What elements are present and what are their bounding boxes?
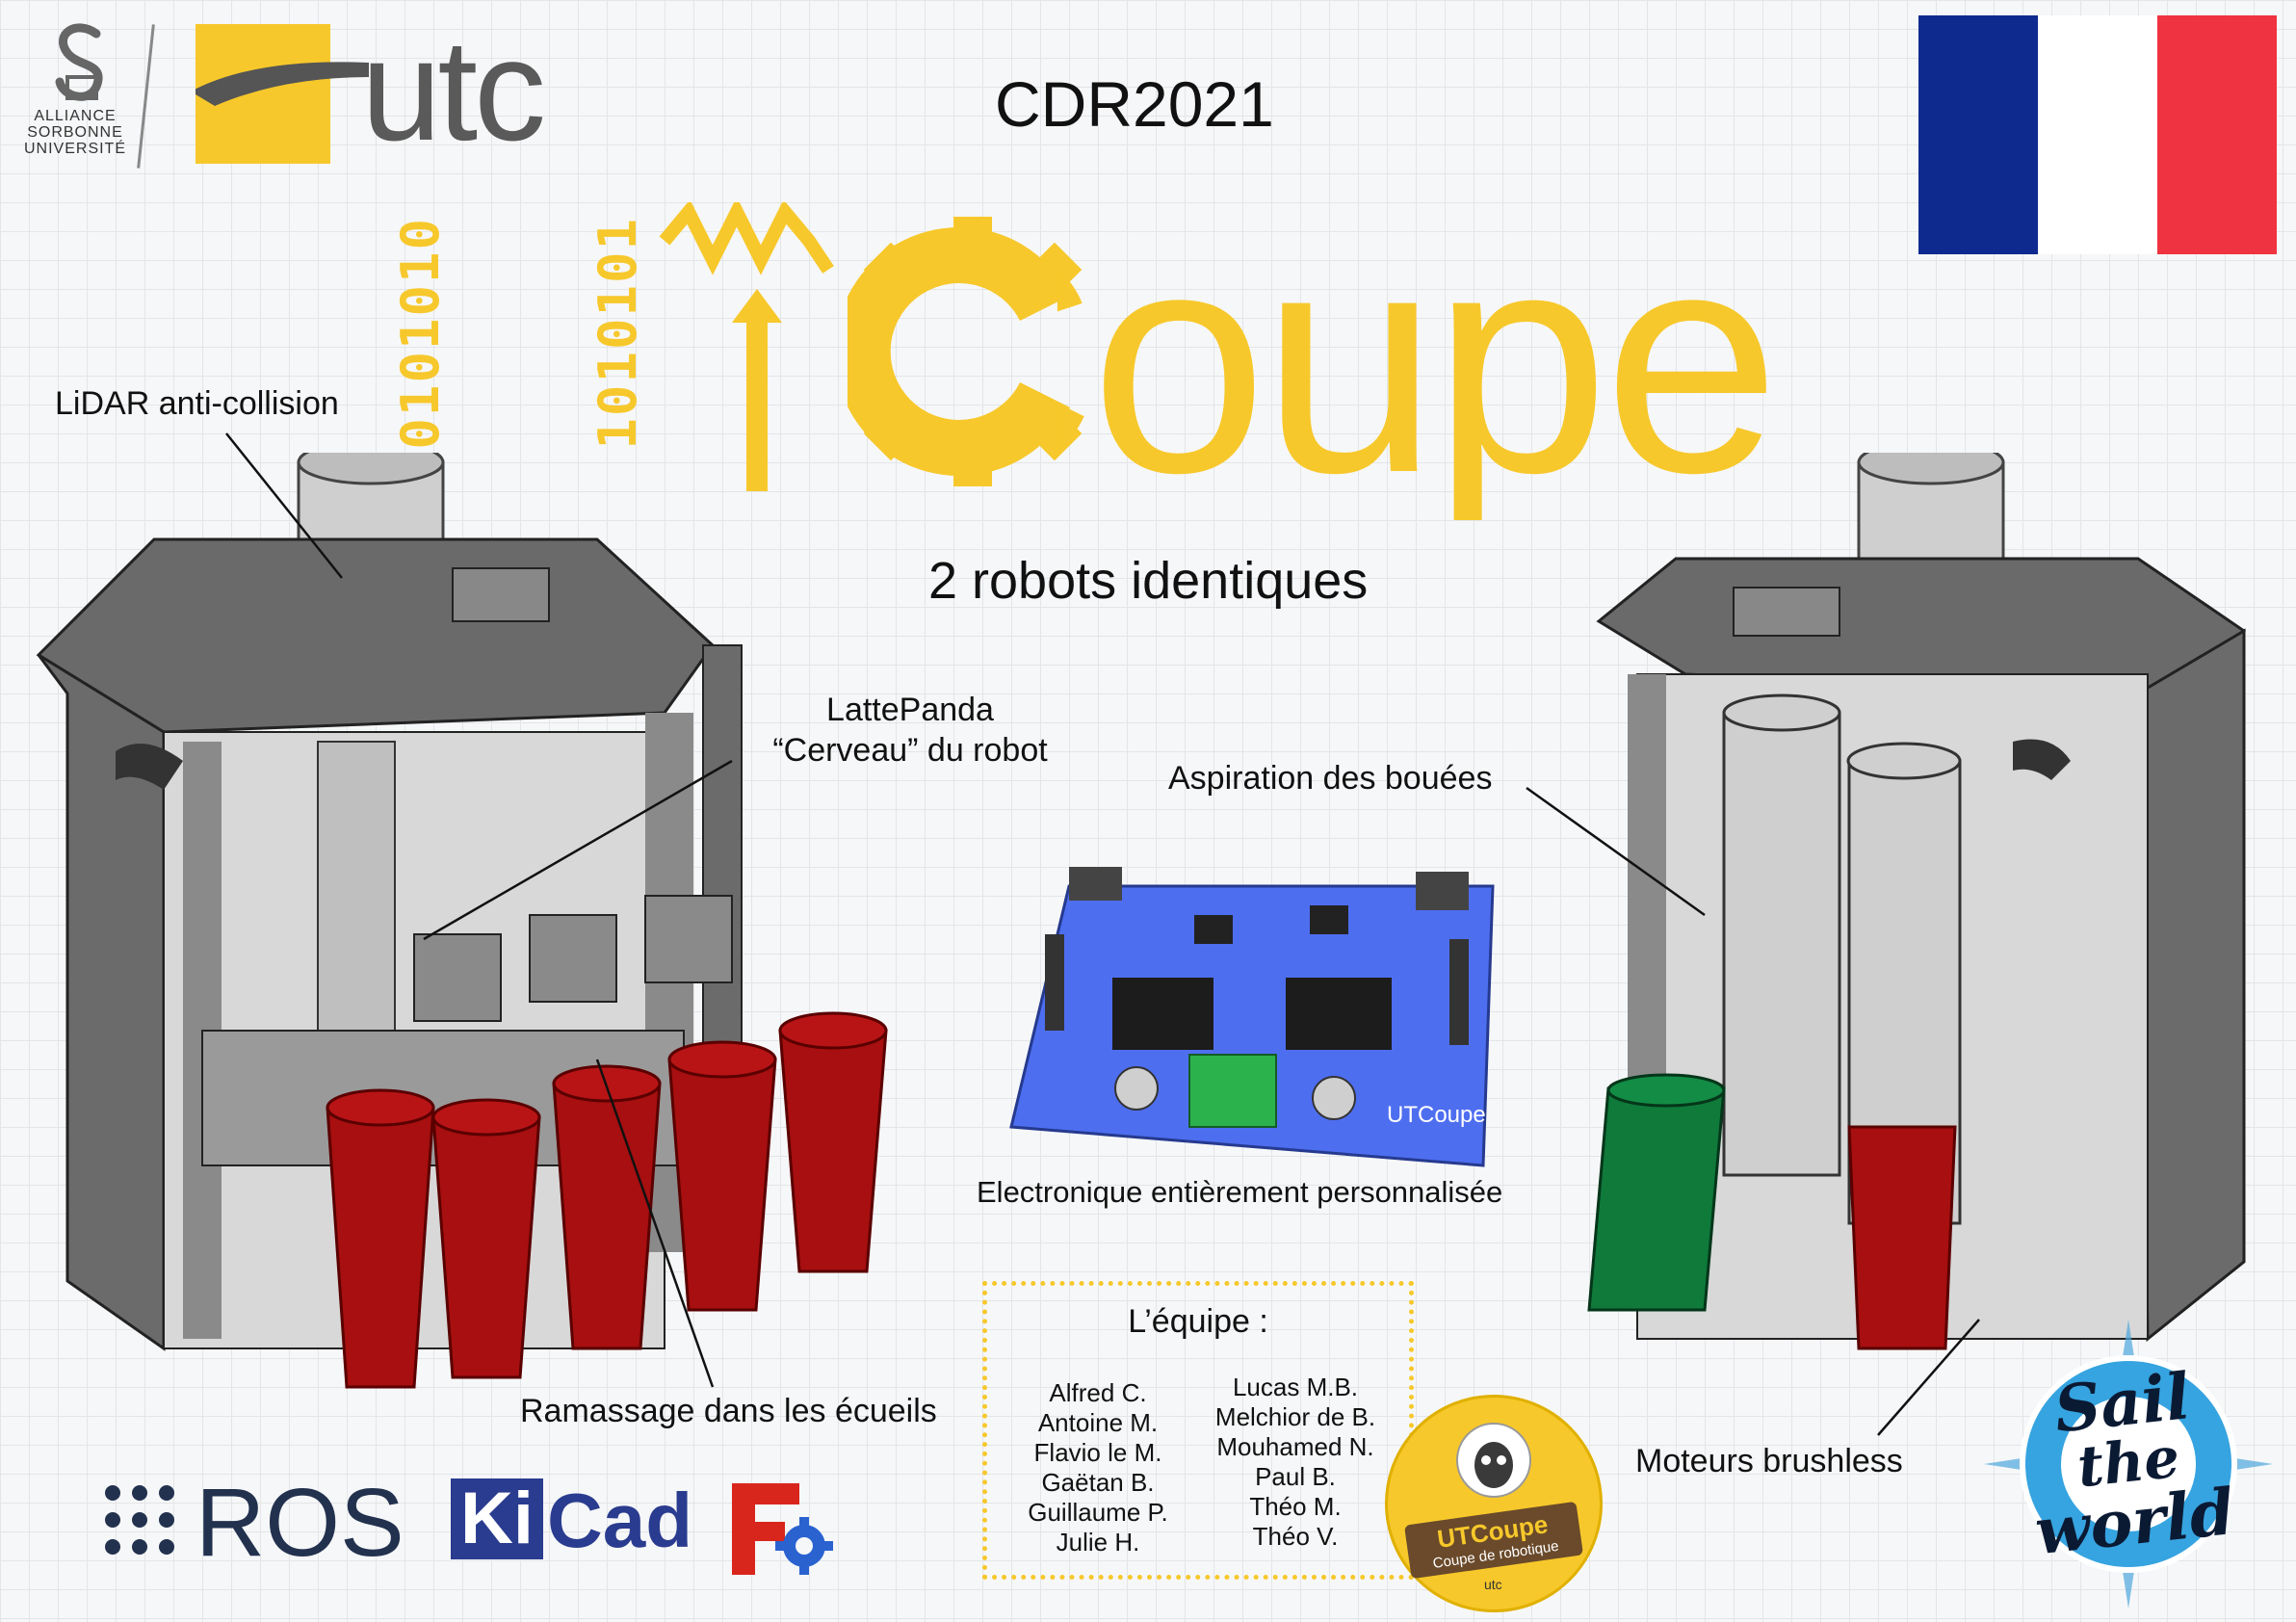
lifebuoy-icon (1984, 1320, 2273, 1609)
custom-pcb: UTCoupe (1009, 867, 1495, 1167)
brand-title: Coupe (867, 183, 1775, 538)
robot-top-plate (36, 537, 715, 734)
team-member: Théo V. (1252, 1522, 1339, 1551)
badge-text: UTCoupe Coupe de robotique (1403, 1501, 1584, 1580)
callout-electronics: Electronique entièrement personnalisée (977, 1175, 1503, 1209)
team-member: Melchior de B. (1214, 1402, 1376, 1431)
team-right-list: Lucas M.B. Melchior de B. Mouhamed N. Pa… (1199, 1373, 1392, 1552)
zigzag-arrow-icon (659, 202, 834, 491)
sorbonne-line-2: SORBONNE (27, 124, 123, 141)
green-cup (1587, 1086, 1726, 1312)
callout-motors: Moteurs brushless (1635, 1443, 1903, 1479)
callout-lattepanda-line-1: LattePanda (826, 692, 994, 728)
team-member: Lucas M.B. (1232, 1373, 1359, 1401)
gear-icon (848, 217, 1083, 486)
robot-side-panel (37, 653, 166, 1351)
ros-text: ROS (196, 1469, 404, 1577)
callout-aspiration: Aspiration des bouées (1168, 760, 1493, 797)
team-member: Mouhamed N. (1216, 1432, 1374, 1461)
utcoupe-badge: UTCoupe Coupe de robotique utc (1385, 1395, 1603, 1612)
logo-divider (137, 24, 155, 169)
flag-red-band (2157, 15, 2277, 254)
team-member: Flavio le M. (1033, 1438, 1162, 1467)
callout-lidar: LiDAR anti-collision (55, 385, 339, 422)
sail-line-3: world (2031, 1474, 2238, 1570)
team-member: Antoine M. (1037, 1408, 1159, 1437)
flag-blue-band (1918, 15, 2038, 254)
utc-logo-icon (196, 24, 369, 164)
ros-logo: ROS (101, 1469, 404, 1577)
callout-pickup: Ramassage dans les écueils (520, 1393, 937, 1429)
sheep-icon (1456, 1423, 1531, 1498)
team-member: Théo M. (1249, 1492, 1342, 1521)
team-member: Alfred C. (1049, 1378, 1147, 1407)
left-robot (36, 453, 888, 1389)
kicad-rest: Cad (547, 1478, 693, 1563)
team-box: L’équipe : Alfred C. Antoine M. Flavio l… (982, 1281, 1414, 1580)
sorbonne-logo-icon (55, 23, 103, 101)
team-member: Gaëtan B. (1041, 1468, 1155, 1497)
freecad-icon (732, 1483, 833, 1575)
kicad-k: Ki (451, 1478, 543, 1559)
badge-utc: utc (1484, 1577, 1502, 1592)
sorbonne-line-3: UNIVERSITÉ (23, 141, 126, 157)
callout-lattepanda: LattePanda “Cerveau” du robot (756, 690, 1064, 771)
team-member: Paul B. (1255, 1462, 1336, 1491)
sorbonne-line-1: ALLIANCE (34, 108, 117, 124)
team-member: Julie H. (1056, 1528, 1140, 1557)
team-title: L’équipe : (1128, 1303, 1268, 1340)
sorbonne-logo: ALLIANCE SORBONNE UNIVERSITÉ (17, 19, 133, 173)
right-robot (1587, 453, 2247, 1350)
utc-logo: utc (169, 9, 583, 170)
team-left-list: Alfred C. Antoine M. Flavio le M. Gaëtan… (1006, 1378, 1189, 1557)
green-connector (1188, 1054, 1277, 1128)
kicad-logo: Ki Cad (451, 1478, 692, 1565)
ros-dots-icon (105, 1485, 174, 1555)
binary-right: 1010101 (587, 217, 648, 450)
binary-left: 0101010 (390, 217, 451, 450)
callout-lattepanda-line-2: “Cerveau” du robot (772, 732, 1048, 769)
sail-text: Sail the world (2014, 1358, 2243, 1570)
french-flag (1918, 15, 2277, 254)
flag-white-band (2038, 15, 2157, 254)
team-member: Guillaume P. (1028, 1498, 1168, 1527)
sail-the-world-logo: Sail the world (1984, 1320, 2273, 1609)
event-title: CDR2021 (995, 68, 1274, 140)
subtitle: 2 robots identiques (928, 552, 1369, 610)
pcb-logo-text: UTCoupe (1387, 1102, 1486, 1128)
utc-text: utc (361, 9, 546, 170)
